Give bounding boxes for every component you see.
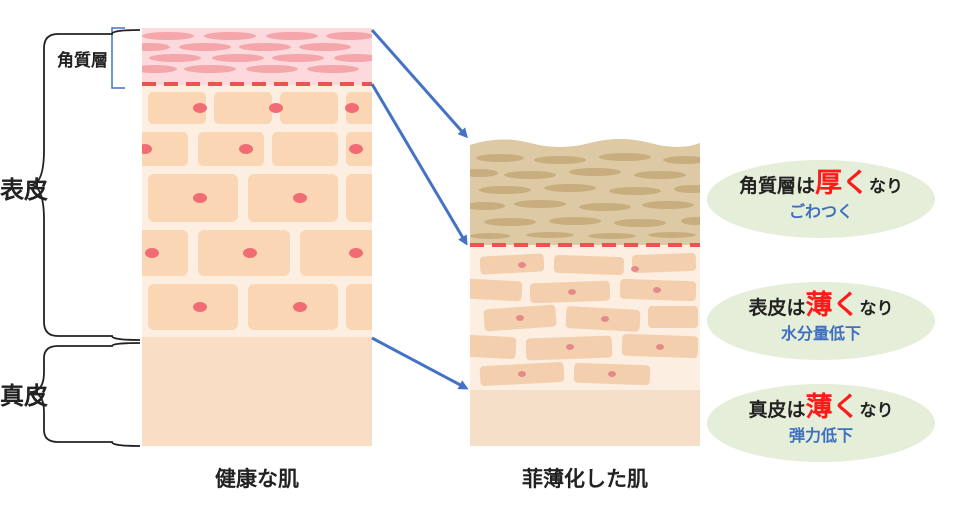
healthy-dermis [142, 337, 372, 446]
arrow-corneum-boundary [370, 83, 468, 246]
note-effect: 水分量低下 [780, 324, 861, 343]
note-emphasis: 薄く [805, 392, 860, 423]
stratum-corneum-bracket [111, 27, 125, 89]
caption-healthy: 健康な肌 [215, 467, 299, 491]
epidermis-label: 表皮 [0, 176, 48, 204]
note-epidermis: 表皮は薄くなり 水分量低下 [707, 282, 935, 360]
arrow-corneum-top [370, 29, 468, 139]
note-dermis: 真皮は薄くなり 弾力低下 [707, 384, 935, 462]
dermis-label: 真皮 [0, 382, 48, 410]
note-emphasis: 厚く [815, 168, 869, 199]
note-suffix: なり [859, 401, 894, 421]
note-suffix: なり [859, 299, 894, 319]
arrow-dermis [371, 336, 469, 390]
note-part: 角質層は [738, 175, 815, 197]
stratum-corneum-label: 角質層 [57, 51, 108, 71]
note-effect: ごわつく [788, 202, 853, 221]
note-stratum-corneum: 角質層は厚くなり ごわつく [707, 160, 935, 238]
note-part: 表皮は [748, 297, 806, 319]
note-emphasis: 薄く [805, 290, 860, 321]
caption-thinned: 菲薄化した肌 [522, 467, 648, 491]
dermis-bracket [29, 342, 141, 447]
epidermis-bracket [29, 29, 141, 341]
note-suffix: なり [869, 177, 903, 197]
healthy-skin-block [142, 28, 372, 446]
thinned-skin-block [470, 139, 700, 446]
note-effect: 弾力低下 [788, 426, 853, 445]
thinned-dermis [470, 390, 700, 446]
note-part: 真皮は [748, 399, 806, 421]
